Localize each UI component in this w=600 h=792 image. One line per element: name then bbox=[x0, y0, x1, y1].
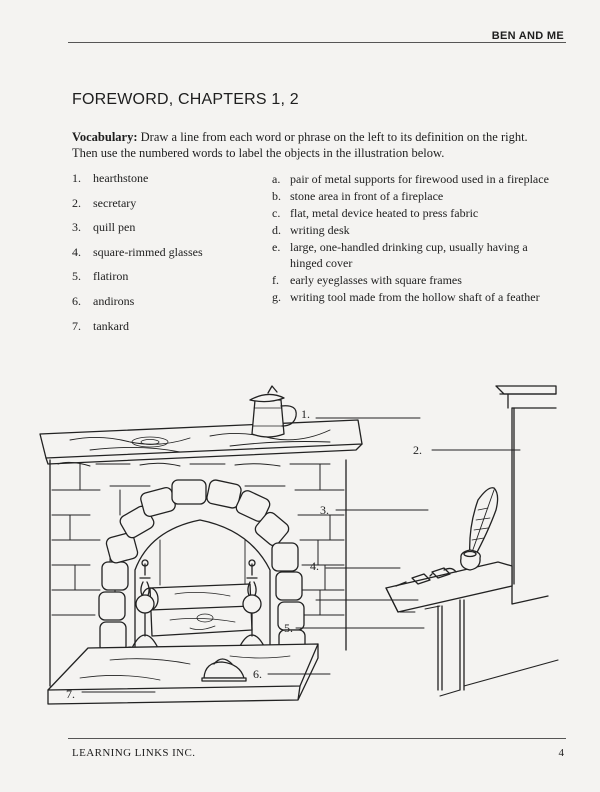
definition-text: stone area in front of a fireplace bbox=[290, 189, 444, 203]
word-item: 3. quill pen bbox=[72, 220, 272, 245]
definition-letter: g. bbox=[272, 290, 281, 304]
word-list: 1. hearthstone 2. secretary 3. quill pen 4.… bbox=[72, 171, 272, 343]
definition-item: b. stone area in front of a fireplace bbox=[272, 188, 572, 204]
definition-text: writing tool made from the hollow shaft … bbox=[290, 290, 540, 304]
running-header: BEN AND ME bbox=[491, 30, 564, 42]
footer-rule bbox=[68, 738, 566, 739]
flatiron-icon bbox=[201, 658, 247, 682]
quill-pen-icon bbox=[460, 487, 499, 571]
logs-icon bbox=[141, 583, 253, 637]
word-text: square-rimmed glasses bbox=[93, 244, 203, 259]
word-text: secretary bbox=[93, 195, 137, 210]
tankard-icon bbox=[249, 385, 297, 438]
definition-item: c. flat, metal device heated to press fab… bbox=[272, 205, 572, 221]
word-number: 7. bbox=[72, 318, 81, 333]
word-text: hearthstone bbox=[93, 171, 149, 185]
word-item: 6. andirons bbox=[72, 294, 272, 319]
header-rule bbox=[68, 42, 566, 43]
definition-text: pair of metal supports for firewood used… bbox=[290, 172, 549, 186]
brick-wall bbox=[49, 459, 347, 687]
definition-text: flat, metal device heated to press fabri… bbox=[290, 206, 479, 220]
word-item: 4. square-rimmed glasses bbox=[72, 245, 272, 270]
word-text: quill pen bbox=[93, 220, 136, 235]
definition-item: e. large, one-handled drinking cup, usual… bbox=[272, 239, 572, 271]
mantel-shelf bbox=[39, 419, 363, 465]
definition-letter: a. bbox=[272, 172, 281, 186]
stone-arch bbox=[98, 479, 306, 655]
label-5: 5. bbox=[284, 621, 293, 635]
word-text: flatiron bbox=[93, 269, 129, 284]
firebox bbox=[134, 519, 271, 653]
page-number: 4 bbox=[558, 747, 565, 759]
word-text: andirons bbox=[93, 293, 135, 308]
footer-publisher: LEARNING LINKS INC. bbox=[72, 747, 196, 759]
word-number: 2. bbox=[72, 195, 81, 210]
word-number: 6. bbox=[72, 293, 81, 308]
label-6: 6. bbox=[253, 667, 262, 681]
definition-list: a. pair of metal supports for firewood us… bbox=[272, 171, 572, 306]
definition-item: f. early eyeglasses with square frames bbox=[272, 272, 572, 288]
instructions-text: Draw a line from each word or phrase on … bbox=[72, 130, 528, 160]
section-title: FOREWORD, CHAPTERS 1, 2 bbox=[72, 91, 299, 108]
definition-text: writing desk bbox=[290, 223, 350, 237]
definition-item: d. writing desk bbox=[272, 222, 572, 238]
definition-text: large, one-handled drinking cup, usually… bbox=[290, 240, 528, 270]
word-number: 3. bbox=[72, 220, 81, 235]
label-lines bbox=[81, 417, 521, 693]
definition-letter: f. bbox=[272, 273, 279, 287]
word-item: 5. flatiron bbox=[72, 269, 272, 294]
definition-letter: d. bbox=[272, 223, 281, 237]
definition-letter: b. bbox=[272, 189, 281, 203]
definition-item: g. writing tool made from the hollow shaf… bbox=[272, 289, 572, 305]
word-item: 1. hearthstone bbox=[72, 171, 272, 196]
definition-letter: c. bbox=[272, 206, 281, 220]
square-rimmed-glasses-icon bbox=[395, 567, 457, 587]
label-7: 7. bbox=[66, 687, 75, 701]
definition-text: early eyeglasses with square frames bbox=[290, 273, 462, 287]
word-text: tankard bbox=[93, 318, 129, 333]
fireplace-illustration: 1. 2. 3. 4. 5. 6. 7. bbox=[39, 385, 559, 705]
label-3: 3. bbox=[320, 503, 329, 517]
label-1: 1. bbox=[301, 407, 310, 421]
definition-letter: e. bbox=[272, 240, 281, 254]
word-number: 4. bbox=[72, 244, 81, 259]
label-4: 4. bbox=[310, 559, 319, 573]
word-item: 2. secretary bbox=[72, 196, 272, 221]
hearthstone bbox=[47, 643, 319, 705]
definition-item: a. pair of metal supports for firewood us… bbox=[272, 171, 572, 187]
word-item: 7. tankard bbox=[72, 319, 272, 344]
vocabulary-label: Vocabulary: bbox=[72, 130, 138, 144]
word-number: 5. bbox=[72, 269, 81, 284]
word-number: 1. bbox=[72, 171, 81, 185]
vocabulary-instructions: Vocabulary: Draw a line from each word o… bbox=[72, 129, 542, 161]
label-2: 2. bbox=[413, 443, 422, 457]
